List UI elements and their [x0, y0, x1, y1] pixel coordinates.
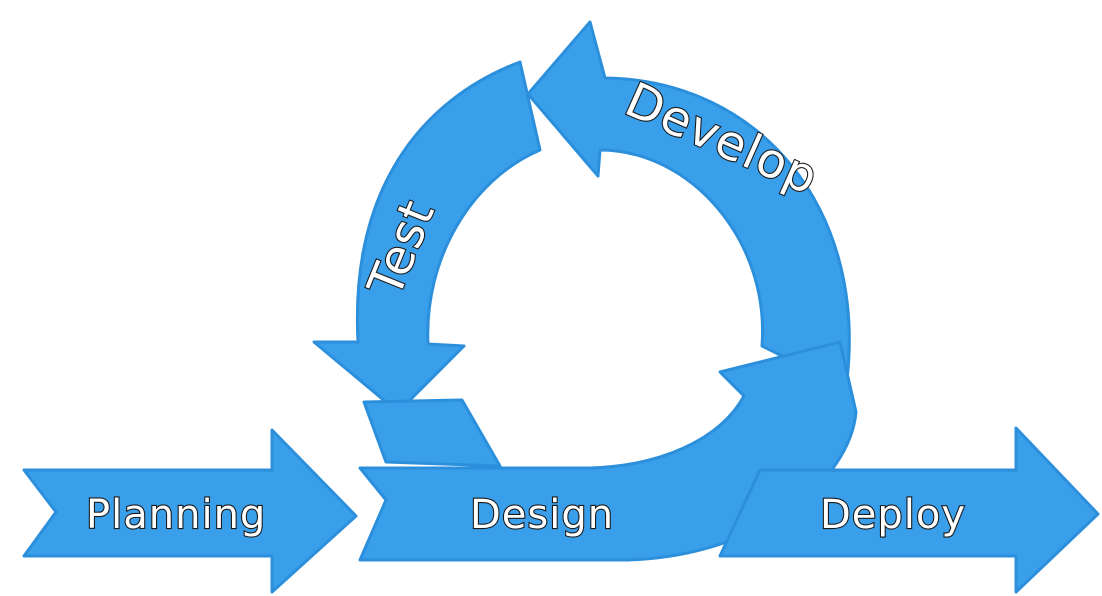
deploy-label: Deploy	[820, 492, 966, 538]
design-loop-arrow	[358, 340, 858, 562]
planning-label: Planning	[86, 492, 266, 538]
develop-arrow	[526, 20, 851, 390]
design-label: Design	[470, 492, 614, 538]
planning-arrow	[22, 428, 358, 594]
design-inner-notch	[362, 398, 502, 468]
test-arrow	[312, 60, 542, 414]
deploy-arrow	[718, 426, 1100, 594]
